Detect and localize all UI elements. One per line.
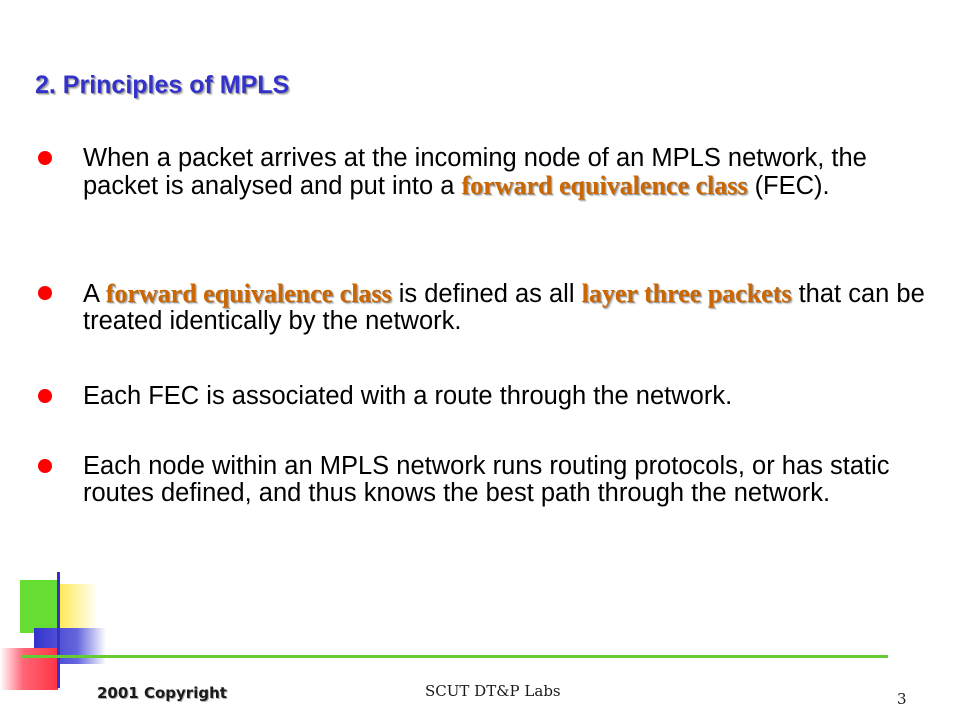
bullet-dot-icon	[38, 459, 52, 473]
bullet-dot-icon	[38, 151, 52, 165]
slide-title: 2. Principles of MPLS	[35, 71, 290, 99]
bullet-dot-icon	[38, 286, 52, 300]
bullet-item: Each node within an MPLS network runs ro…	[38, 453, 938, 507]
deco-vertical-line	[57, 572, 60, 688]
footer-copyright: 2001 Copyright	[97, 684, 227, 702]
bullet-text: When a packet arrives at the incoming no…	[83, 144, 867, 200]
footer-divider	[22, 655, 888, 658]
corner-decoration	[0, 572, 106, 690]
bullet-text: (FEC).	[747, 172, 830, 200]
bullet-text: Each FEC is associated with a route thro…	[83, 382, 733, 410]
bullet-text: is defined as all	[391, 280, 582, 308]
slide-number: 3	[897, 690, 907, 708]
deco-green-block	[20, 580, 60, 633]
bullet-item: When a packet arrives at the incoming no…	[38, 145, 938, 200]
deco-yellow-block	[58, 584, 98, 636]
bullet-text: that can be treated identically by the n…	[83, 280, 925, 335]
bullet-dot-icon	[38, 389, 52, 403]
footer-lab-name: SCUT DT&P Labs	[425, 682, 561, 700]
bullet-text: A	[83, 280, 106, 308]
highlight-term: forward equivalence class	[105, 279, 392, 308]
bullet-item: A forward equivalence class is defined a…	[38, 280, 938, 335]
bullet-text: Each node within an MPLS network runs ro…	[83, 452, 890, 507]
highlight-term: forward equivalence class	[461, 171, 748, 200]
bullet-item: Each FEC is associated with a route thro…	[38, 383, 732, 410]
highlight-term: layer three packets	[581, 279, 792, 308]
